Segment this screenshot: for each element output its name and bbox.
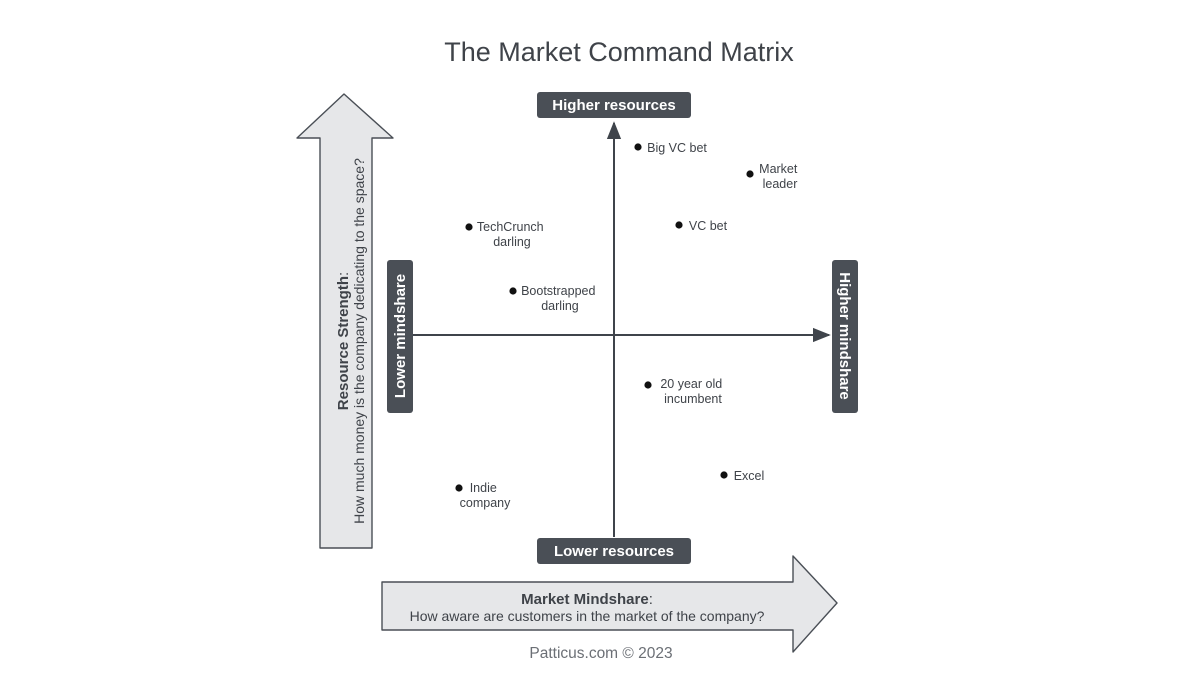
tag-lower-resources: Lower resources [537, 538, 691, 564]
point-bootstrapped-darling: Bootstrapped darling [509, 284, 599, 313]
point-marker [465, 223, 473, 231]
resource-strength-colon: : [335, 272, 352, 276]
resource-strength-arrow: Resource Strength: How much money is the… [296, 93, 394, 549]
svg-text:Market leader: Market leader [759, 162, 801, 191]
svg-text:Indie company: Indie company [460, 481, 511, 510]
point-label-line: Big VC bet [647, 141, 707, 155]
point-label-line: leader [763, 177, 798, 191]
point-label-line: TechCrunch [477, 220, 544, 234]
point-marker [509, 287, 517, 295]
point-marker [455, 484, 463, 492]
market-mindshare-subtitle: How aware are customers in the market of… [410, 608, 765, 624]
svg-text:Big VC bet: Big VC bet [647, 141, 707, 155]
point-market-leader: Market leader [746, 162, 801, 191]
point-label-line: Excel [734, 469, 765, 483]
point-label-line: incumbent [664, 392, 722, 406]
tag-lower-mindshare-label: Lower mindshare [392, 274, 409, 398]
tag-lower-mindshare: Lower mindshare [387, 260, 413, 413]
svg-text:TechCrunch darling: TechCrunch darling [477, 220, 547, 249]
point-label-line: darling [493, 235, 531, 249]
market-mindshare-title: Market Mindshare [521, 591, 649, 608]
point-indie-company: Indie company [455, 481, 511, 510]
point-marker [644, 381, 652, 389]
point-20-year-old-incumbent: 20 year old incumbent [644, 377, 725, 406]
market-mindshare-colon: : [649, 591, 653, 608]
market-mindshare-arrow: Market Mindshare: How aware are customer… [381, 555, 838, 653]
tag-lower-resources-label: Lower resources [554, 543, 674, 560]
svg-text:Resource Strength:: Resource Strength: [335, 272, 352, 410]
tag-higher-mindshare-label: Higher mindshare [836, 272, 853, 400]
point-excel: Excel [720, 469, 764, 483]
tag-higher-resources-label: Higher resources [552, 97, 675, 114]
point-label-line: Market [759, 162, 798, 176]
point-marker [634, 143, 642, 151]
svg-text:VC bet: VC bet [689, 219, 728, 233]
footer-copyright: Patticus.com © 2023 [529, 645, 672, 662]
point-label-line: darling [541, 299, 579, 313]
resource-strength-subtitle: How much money is the company dedicating… [351, 158, 367, 524]
point-marker [675, 221, 683, 229]
svg-text:Excel: Excel [734, 469, 765, 483]
resource-strength-title: Resource Strength [335, 276, 352, 410]
svg-text:Bootstrapped darling: Bootstrapped darling [521, 284, 599, 313]
point-marker [720, 471, 728, 479]
point-label-line: 20 year old [660, 377, 722, 391]
point-label-line: company [460, 496, 511, 510]
svg-text:Market Mindshare:: Market Mindshare: [521, 591, 653, 608]
point-vc-bet: VC bet [675, 219, 728, 233]
tag-higher-mindshare: Higher mindshare [832, 260, 858, 413]
point-techcrunch-darling: TechCrunch darling [465, 220, 547, 249]
svg-text:20 year old incumbent: 20 year old incumbent [660, 377, 725, 406]
point-label-line: Indie [470, 481, 497, 495]
point-big-vc-bet: Big VC bet [634, 141, 707, 155]
point-label-line: VC bet [689, 219, 728, 233]
point-label-line: Bootstrapped [521, 284, 595, 298]
diagram-title: The Market Command Matrix [444, 37, 794, 67]
tag-higher-resources: Higher resources [537, 92, 691, 118]
point-marker [746, 170, 754, 178]
